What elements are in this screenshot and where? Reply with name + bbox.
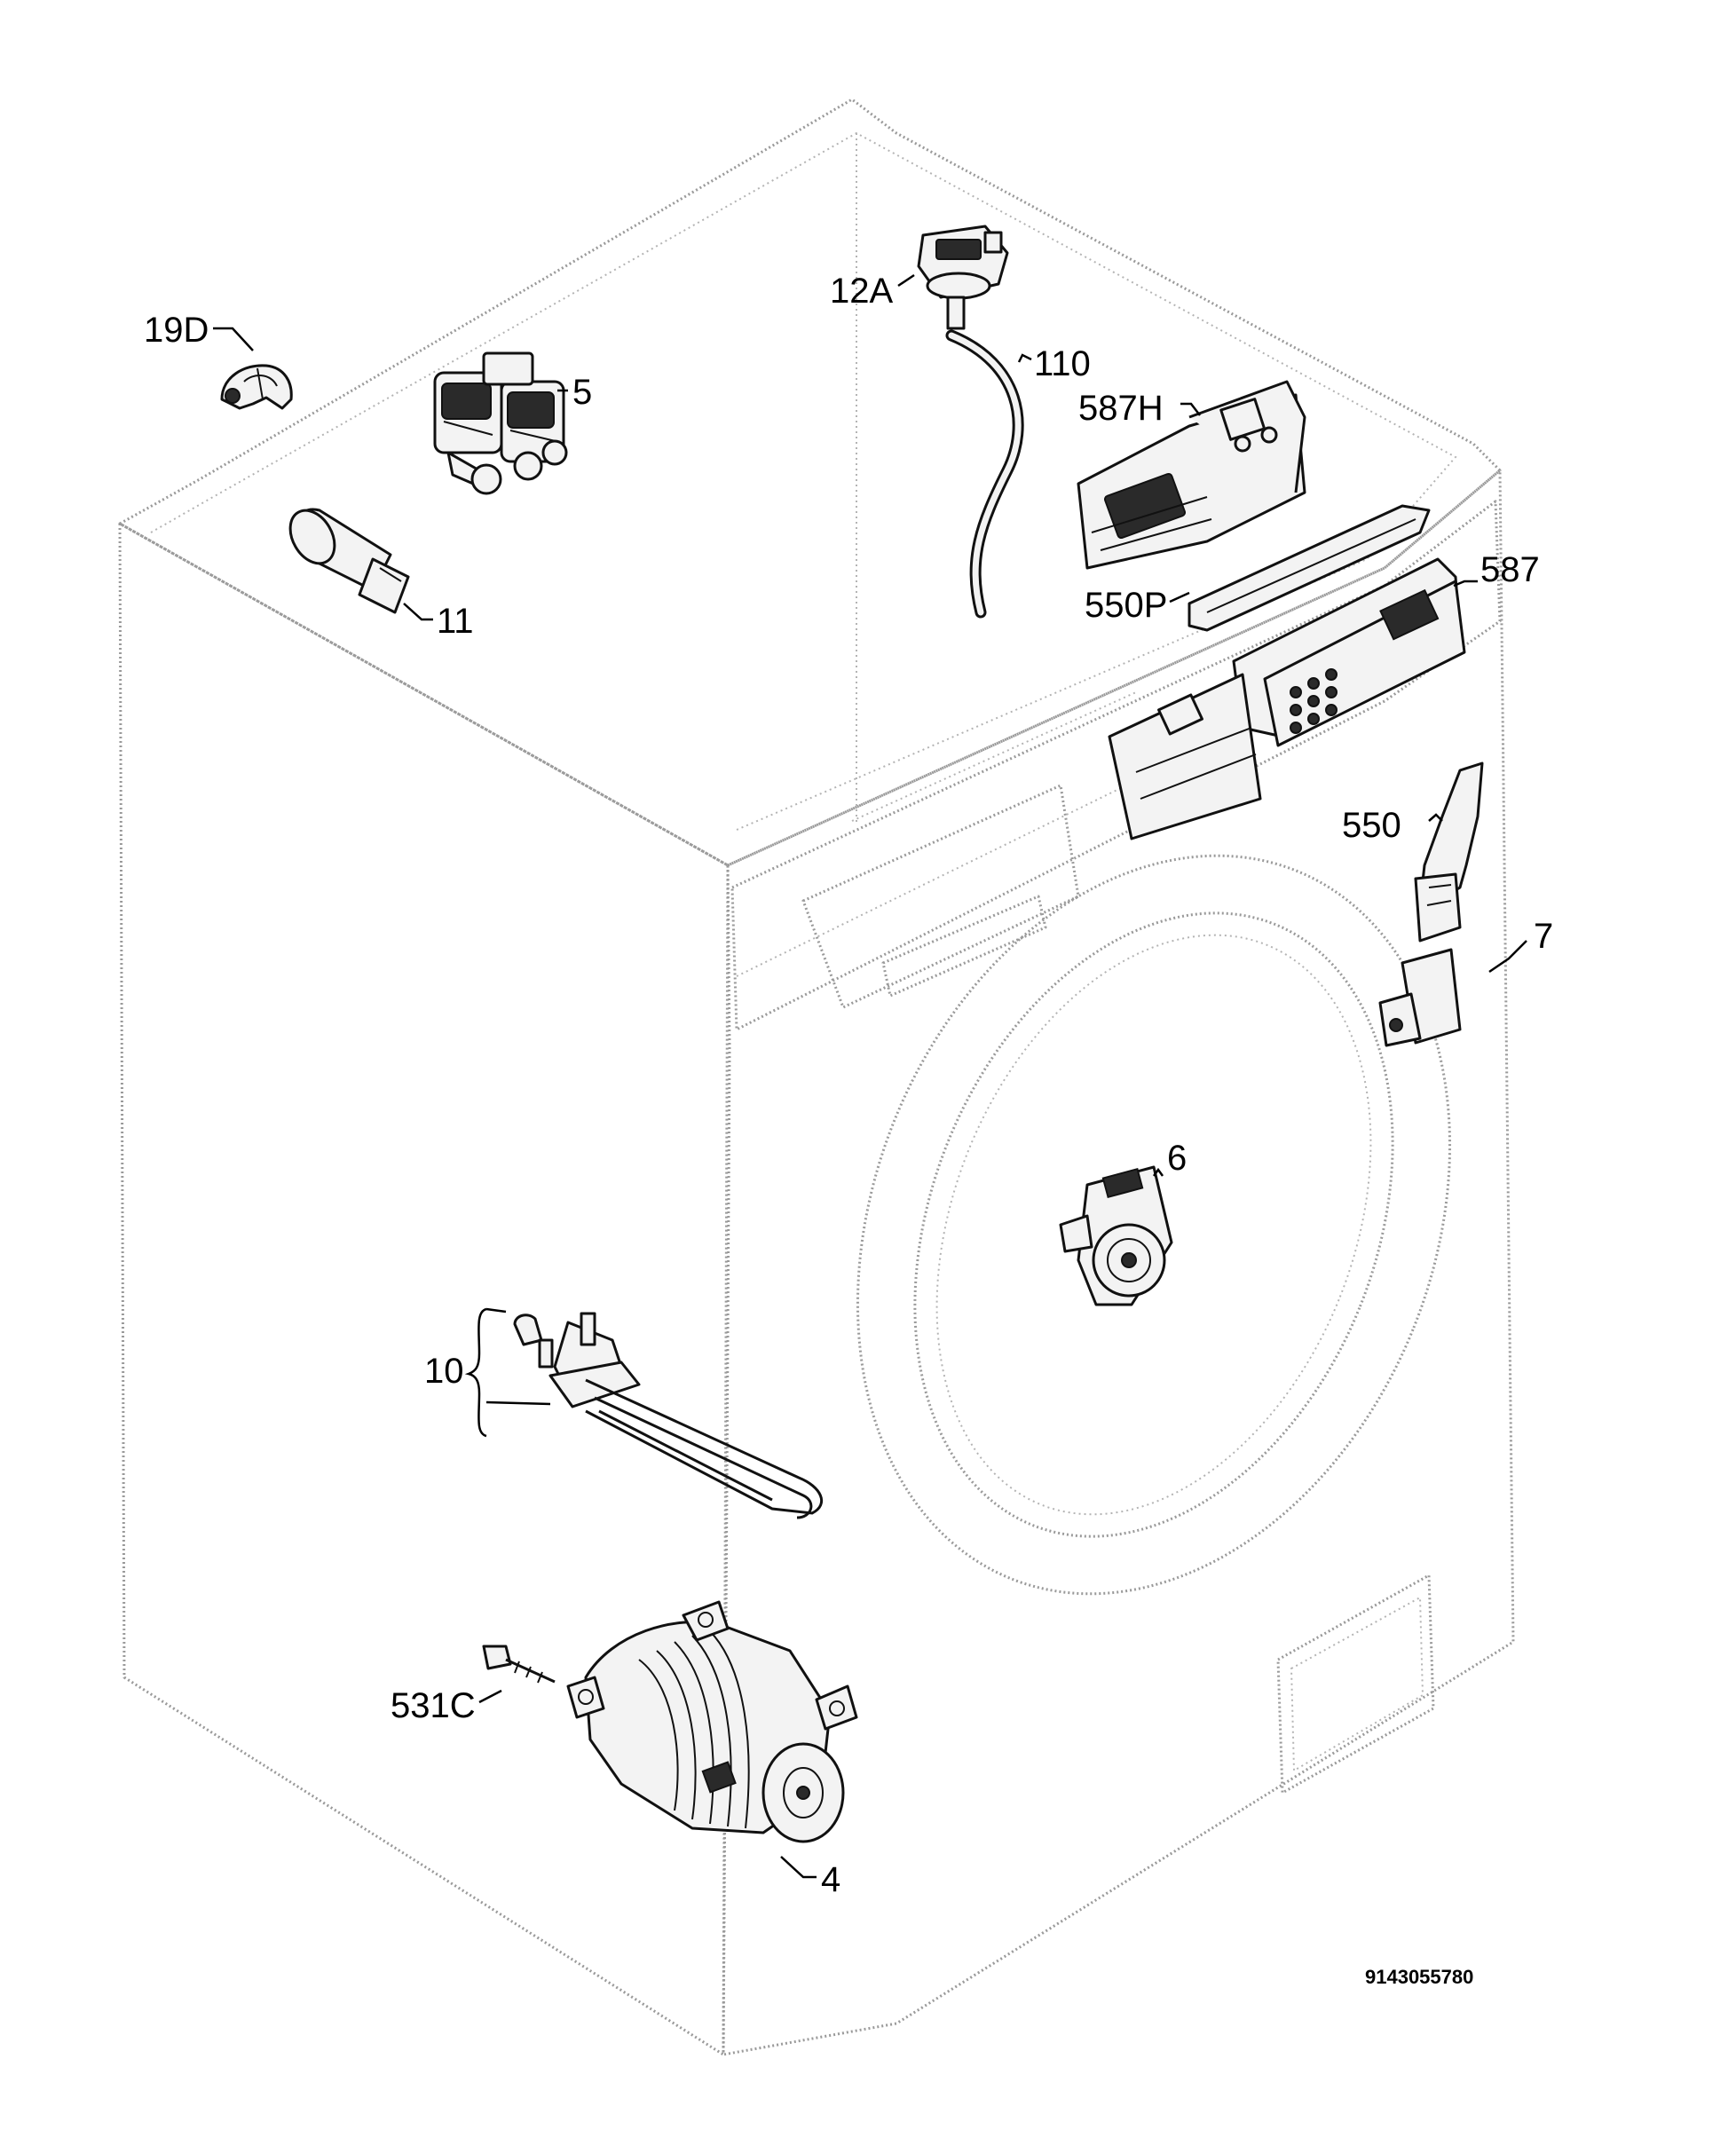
- label-7: 7: [1534, 917, 1554, 956]
- label-6: 6: [1167, 1139, 1188, 1178]
- label-11: 11: [437, 602, 474, 641]
- label-5: 5: [572, 373, 593, 412]
- leader-110: [1017, 353, 1032, 363]
- label-4: 4: [821, 1860, 841, 1899]
- part-587H-module[interactable]: [1077, 380, 1306, 570]
- part-19D-clip[interactable]: [220, 364, 293, 410]
- label-19D: 19D: [144, 311, 209, 350]
- label-550P: 550P: [1085, 586, 1168, 625]
- leader-587H: [1180, 402, 1201, 416]
- door-outer-ring: [856, 854, 1452, 1596]
- leader-10-brace: [464, 1307, 487, 1438]
- label-550: 550: [1342, 806, 1401, 845]
- part-6-drain-pump[interactable]: [1059, 1165, 1173, 1306]
- control-panel-top-edge: [736, 656, 1390, 977]
- label-10: 10: [424, 1352, 464, 1391]
- leader-10-tick-bottom: [485, 1400, 551, 1406]
- part-587-control-board[interactable]: [1108, 557, 1466, 840]
- document-number: 9143055780: [1365, 1966, 1474, 1988]
- part-550-lever[interactable]: [1414, 761, 1484, 943]
- part-531C-screw[interactable]: [482, 1645, 556, 1684]
- cabinet-outline: [118, 98, 1515, 2056]
- leader-12A: [897, 273, 915, 288]
- part-7-door-interlock[interactable]: [1378, 948, 1462, 1047]
- label-531C: 531C: [391, 1686, 476, 1725]
- door-glass-ring: [935, 934, 1372, 1516]
- control-panel-strip: [730, 500, 1502, 1031]
- door-inner-ring: [913, 911, 1394, 1538]
- service-hatch-outline: [1276, 1574, 1435, 1795]
- cabinet-rear-edge: [851, 691, 1137, 822]
- leader-550P: [1169, 591, 1190, 604]
- leader-7: [1488, 940, 1527, 974]
- part-5-inlet-valve[interactable]: [433, 351, 568, 495]
- label-587: 587: [1480, 550, 1540, 589]
- leader-531C: [478, 1689, 502, 1704]
- label-587H: 587H: [1078, 389, 1164, 428]
- leader-19D: [213, 327, 254, 351]
- cabinet-left-side: [118, 522, 730, 2056]
- label-12A: 12A: [830, 272, 894, 311]
- part-10-heating-element[interactable]: [513, 1312, 824, 1519]
- leader-550: [1428, 813, 1443, 822]
- leader-6: [1152, 1167, 1164, 1177]
- detergent-drawer-handle: [881, 895, 1047, 998]
- cabinet-front-panel: [722, 469, 1515, 2056]
- leader-4: [780, 1856, 817, 1879]
- leader-587: [1453, 580, 1478, 588]
- part-550P-support[interactable]: [1188, 504, 1431, 632]
- leader-10-tick-top: [485, 1307, 507, 1314]
- part-4-motor[interactable]: [566, 1600, 858, 1843]
- service-hatch-inner: [1290, 1596, 1424, 1772]
- label-110: 110: [1034, 344, 1091, 383]
- part-12A-pressure-switch[interactable]: [917, 225, 1009, 330]
- cabinet-top-surface: [118, 98, 1502, 867]
- detergent-drawer-outline: [801, 784, 1080, 1009]
- leader-11: [403, 603, 433, 621]
- part-11-suppressor[interactable]: [281, 502, 410, 614]
